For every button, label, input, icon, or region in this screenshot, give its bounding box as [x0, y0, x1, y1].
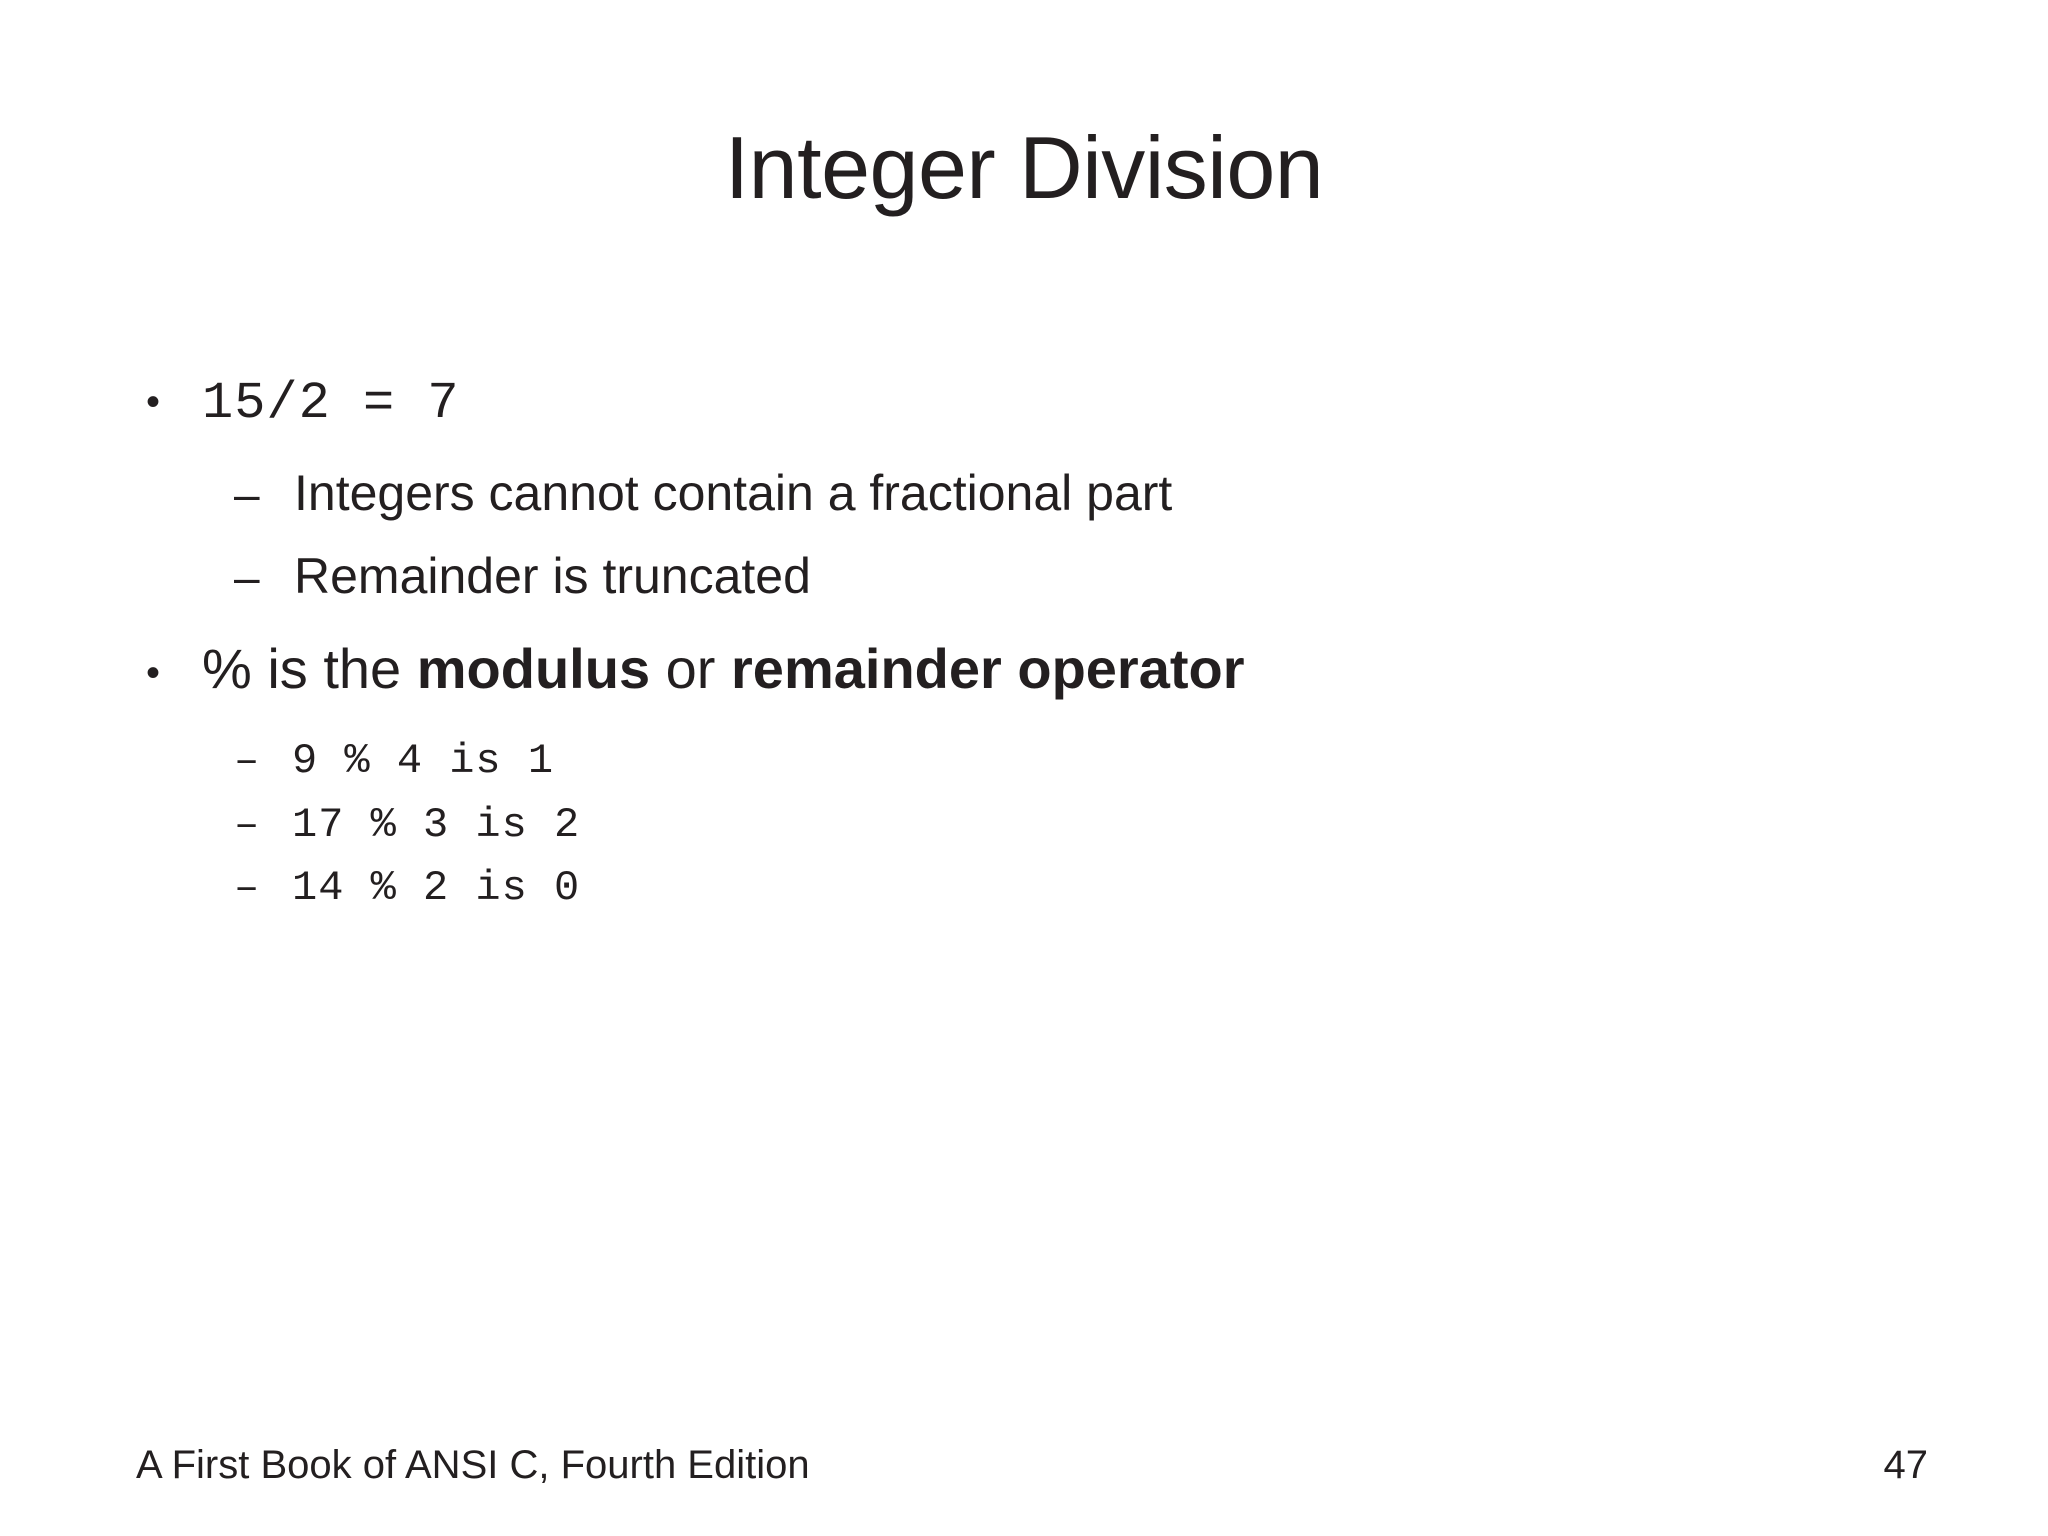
subbullet-text: 9 % 4 is 1	[292, 736, 555, 785]
subbullet-item-14-mod-2: – 14 % 2 is 0	[234, 857, 1930, 921]
subbullet-text: 14 % 2 is 0	[292, 864, 581, 913]
footer-source-text: A First Book of ANSI C, Fourth Edition	[136, 1443, 810, 1487]
bullet-text: 15/2 = 7	[202, 374, 460, 433]
subbullet-item-17-mod-3: – 17 % 3 is 2	[234, 794, 1930, 858]
dash-icon: –	[234, 551, 260, 604]
subbullet-text: 17 % 3 is 2	[292, 800, 581, 849]
dash-icon: –	[234, 864, 260, 913]
subbullet-item-9-mod-4: – 9 % 4 is 1	[234, 730, 1930, 794]
bullet-dot-icon: •	[146, 651, 161, 696]
slide-body: • 15/2 = 7 – Integers cannot contain a f…	[130, 372, 1930, 921]
subbullet-item-fractional-part: – Integers cannot contain a fractional p…	[234, 461, 1930, 526]
footer-page-number: 47	[1883, 1443, 1929, 1487]
dash-icon: –	[234, 468, 260, 521]
subbullet-item-remainder-truncated: – Remainder is truncated	[234, 544, 1930, 609]
dash-icon: –	[234, 800, 260, 849]
bullet-text: % is the modulus or remainder operator	[202, 637, 1245, 701]
subbullet-text: Integers cannot contain a fractional par…	[294, 465, 1173, 522]
bullet-item-15-div-2: • 15/2 = 7	[130, 372, 1930, 435]
bullet-dot-icon: •	[146, 380, 161, 424]
slide-footer: A First Book of ANSI C, Fourth Edition 4…	[136, 1443, 1928, 1488]
page-title: Integer Division	[724, 118, 1324, 217]
bullet-item-modulus-operator: • % is the modulus or remainder operator	[130, 635, 1930, 703]
dash-icon: –	[234, 736, 260, 785]
subbullet-text: Remainder is truncated	[294, 548, 811, 605]
